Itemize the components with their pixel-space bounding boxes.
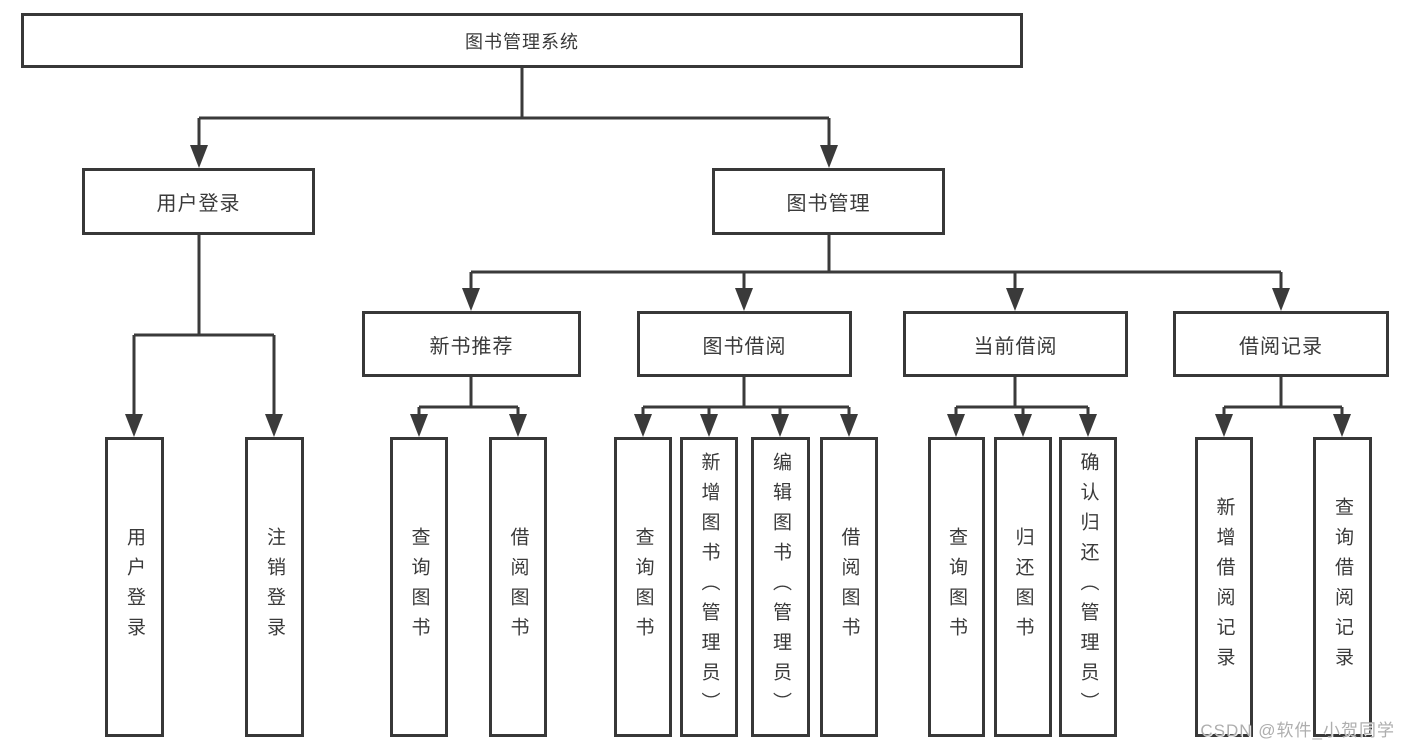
leaf-borrow-books-recommend-label: 借阅图书 bbox=[507, 527, 529, 647]
leaf-query-books-borrowing-label: 查询图书 bbox=[632, 527, 654, 647]
leaf-add-books-admin: 新增图书（管理员） bbox=[680, 437, 738, 737]
node-book-management: 图书管理 bbox=[712, 168, 945, 235]
leaf-add-borrow-record-label: 新增借阅记录 bbox=[1213, 497, 1235, 677]
leaf-query-books-recommend: 查询图书 bbox=[390, 437, 448, 737]
leaf-add-books-admin-label: 新增图书（管理员） bbox=[698, 452, 720, 722]
leaf-borrow-books-borrowing-label: 借阅图书 bbox=[838, 527, 860, 647]
node-root: 图书管理系统 bbox=[21, 13, 1023, 68]
leaf-logout: 注销登录 bbox=[245, 437, 304, 737]
leaf-add-borrow-record: 新增借阅记录 bbox=[1195, 437, 1253, 737]
node-borrowing-records-label: 借阅记录 bbox=[1239, 335, 1323, 358]
node-user-login: 用户登录 bbox=[82, 168, 315, 235]
leaf-logout-label: 注销登录 bbox=[264, 527, 285, 647]
leaf-edit-books-admin: 编辑图书（管理员） bbox=[751, 437, 810, 737]
node-book-borrowing: 图书借阅 bbox=[637, 311, 852, 377]
leaf-query-books-recommend-label: 查询图书 bbox=[408, 527, 430, 647]
leaf-borrow-books-recommend: 借阅图书 bbox=[489, 437, 547, 737]
node-current-borrowing-label: 当前借阅 bbox=[973, 335, 1058, 358]
node-book-management-label: 图书管理 bbox=[786, 193, 871, 215]
node-root-label: 图书管理系统 bbox=[465, 31, 579, 52]
leaf-edit-books-admin-label: 编辑图书（管理员） bbox=[770, 452, 791, 722]
leaf-confirm-return-admin-label: 确认归还（管理员） bbox=[1077, 452, 1099, 722]
leaf-return-books: 归还图书 bbox=[994, 437, 1052, 737]
node-new-book-recommend: 新书推荐 bbox=[362, 311, 581, 377]
leaf-user-login: 用户登录 bbox=[105, 437, 164, 737]
csdn-watermark: CSDN @软件_小贺同学 bbox=[1200, 721, 1395, 740]
leaf-user-login-label: 用户登录 bbox=[124, 527, 145, 647]
leaf-query-borrow-record-label: 查询借阅记录 bbox=[1332, 497, 1353, 677]
node-user-login-label: 用户登录 bbox=[156, 193, 241, 215]
arrowheads bbox=[125, 145, 1351, 437]
leaf-query-borrow-record: 查询借阅记录 bbox=[1313, 437, 1372, 737]
leaf-query-books-current-label: 查询图书 bbox=[946, 527, 967, 647]
node-new-book-recommend-label: 新书推荐 bbox=[429, 335, 514, 358]
leaf-query-books-borrowing: 查询图书 bbox=[614, 437, 672, 737]
leaf-borrow-books-borrowing: 借阅图书 bbox=[820, 437, 878, 737]
node-borrowing-records: 借阅记录 bbox=[1173, 311, 1389, 377]
node-book-borrowing-label: 图书借阅 bbox=[702, 335, 787, 358]
leaf-confirm-return-admin: 确认归还（管理员） bbox=[1059, 437, 1117, 737]
node-current-borrowing: 当前借阅 bbox=[903, 311, 1128, 377]
leaf-query-books-current: 查询图书 bbox=[928, 437, 985, 737]
leaf-return-books-label: 归还图书 bbox=[1012, 527, 1034, 647]
